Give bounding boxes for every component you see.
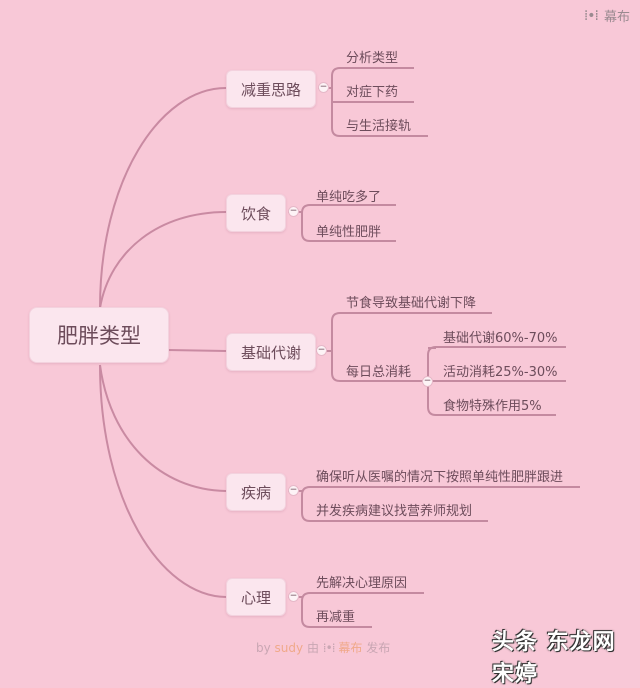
footer-published: 发布 <box>366 641 391 655</box>
leaf-node[interactable]: 单纯吃多了 <box>316 190 382 205</box>
root-label: 肥胖类型 <box>57 324 141 348</box>
collapse-toggle[interactable]: − <box>288 591 299 602</box>
watermark: 头条 东龙网 宋婷 <box>492 630 616 687</box>
branch-node-psychology[interactable]: 心理 <box>226 578 286 616</box>
branch-label: 心理 <box>240 588 271 607</box>
leaf-node[interactable]: 并发疾病建议找营养师规划 <box>316 504 473 519</box>
minus-icon: − <box>423 376 432 386</box>
footer-user[interactable]: sudy <box>274 641 304 655</box>
minus-icon: − <box>289 206 298 216</box>
branch-label: 饮食 <box>240 204 271 223</box>
leaf-node[interactable]: 单纯性肥胖 <box>316 225 382 240</box>
leaf-node[interactable]: 分析类型 <box>346 51 399 66</box>
footer-via: 由 <box>306 641 319 655</box>
leaf-node[interactable]: 再减重 <box>316 610 356 625</box>
footer-credit: by sudy 由 ⁞•⁞ 幕布 发布 <box>256 639 390 656</box>
root-node[interactable]: 肥胖类型 <box>29 307 169 363</box>
leaf-node[interactable]: 节食导致基础代谢下降 <box>346 296 477 311</box>
branch-node-weight-loss-approach[interactable]: 减重思路 <box>226 70 316 108</box>
branch-label: 疾病 <box>240 483 271 502</box>
leaf-node[interactable]: 食物特殊作用5% <box>443 399 542 414</box>
leaf-node[interactable]: 基础代谢60%-70% <box>443 331 558 346</box>
minus-icon: − <box>319 82 328 92</box>
branch-label: 减重思路 <box>240 80 301 99</box>
minus-icon: − <box>317 345 326 355</box>
mubu-brand-name: 幕布 <box>603 10 630 25</box>
footer-brand[interactable]: 幕布 <box>338 641 363 655</box>
branch-node-basal-metabolism[interactable]: 基础代谢 <box>226 333 316 371</box>
mubu-logo[interactable]: ⁞•⁞ 幕布 <box>583 6 630 26</box>
collapse-toggle[interactable]: − <box>318 82 329 93</box>
leaf-node[interactable]: 对症下药 <box>346 85 399 100</box>
mubu-logo-icon: ⁞•⁞ <box>583 7 599 24</box>
leaf-node[interactable]: 活动消耗25%-30% <box>443 365 558 380</box>
sub-branch-node-daily-expenditure[interactable]: 每日总消耗 <box>346 365 412 380</box>
branch-node-disease[interactable]: 疾病 <box>226 473 286 511</box>
branch-node-diet[interactable]: 饮食 <box>226 194 286 232</box>
footer-by: by <box>256 641 271 655</box>
branch-label: 基础代谢 <box>240 343 301 362</box>
collapse-toggle[interactable]: − <box>288 485 299 496</box>
collapse-toggle[interactable]: − <box>288 206 299 217</box>
collapse-toggle[interactable]: − <box>422 376 433 387</box>
leaf-node[interactable]: 与生活接轨 <box>346 119 412 134</box>
leaf-node[interactable]: 先解决心理原因 <box>316 576 408 591</box>
minus-icon: − <box>289 485 298 495</box>
collapse-toggle[interactable]: − <box>316 345 327 356</box>
mubu-small-logo-icon: ⁞•⁞ <box>322 641 336 655</box>
leaf-node[interactable]: 确保听从医嘱的情况下按照单纯性肥胖跟进 <box>316 470 564 485</box>
minus-icon: − <box>289 591 298 601</box>
